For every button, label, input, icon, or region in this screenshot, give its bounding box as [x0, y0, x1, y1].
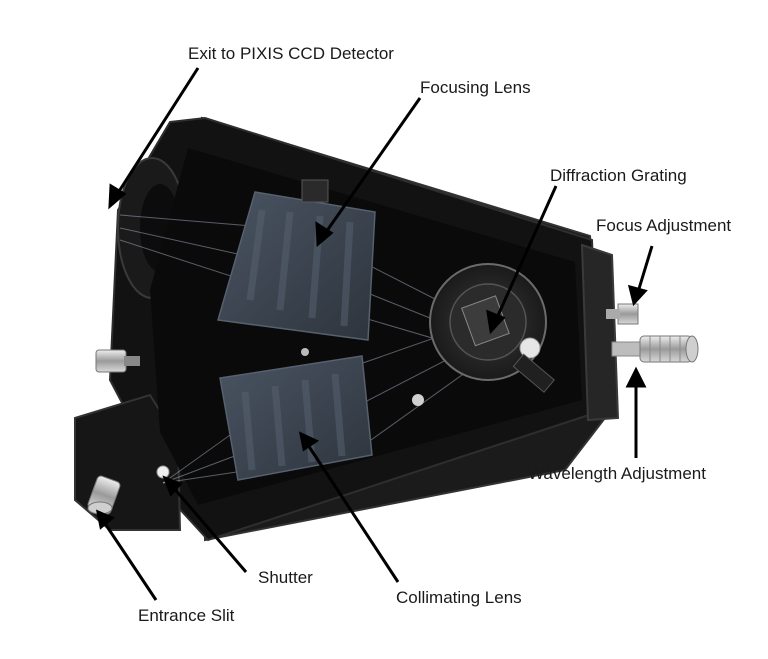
arrow-exit	[114, 67, 200, 197]
shutter-port	[156, 465, 170, 479]
label-focus-adjustment: Focus Adjustment	[596, 216, 732, 235]
arrow-diffraction-grating	[494, 185, 558, 321]
label-focusing-lens: Focusing Lens	[420, 78, 531, 97]
arrowhead-collimating-lens	[298, 431, 320, 452]
focusing-lens	[217, 191, 376, 341]
label-entrance-slit: Entrance Slit	[138, 606, 235, 625]
arrowhead-focus-adjustment	[627, 284, 648, 307]
callout-arrows	[95, 67, 654, 601]
arrow-shutter	[170, 485, 248, 573]
mount-top	[301, 179, 329, 203]
screw-a	[412, 394, 424, 406]
arrowhead-focusing-lens	[315, 221, 334, 248]
collimating-lens	[219, 355, 373, 481]
focus-thumbscrew	[606, 303, 639, 325]
label-shutter: Shutter	[258, 568, 313, 587]
side-thumbscrew	[95, 349, 140, 373]
arrow-focus-adjustment	[636, 245, 654, 293]
entrance-slit-micrometer	[87, 475, 121, 515]
label-wavelength-adjustment: Wavelength Adjustment	[528, 464, 706, 483]
label-diffraction-grating: Diffraction Grating	[550, 166, 687, 185]
arrowhead-diffraction-grating	[486, 309, 506, 335]
label-exit: Exit to PIXIS CCD Detector	[188, 44, 394, 63]
arrowhead-entrance-slit	[95, 509, 115, 530]
label-collimating-lens: Collimating Lens	[396, 588, 522, 607]
arrow-entrance-slit	[102, 521, 158, 601]
wavelength-micrometer	[611, 335, 699, 363]
arrowhead-exit	[108, 183, 127, 210]
arrow-focusing-lens	[322, 97, 422, 236]
grating-turret	[429, 263, 555, 393]
arrow-collimating-lens	[306, 444, 400, 583]
arrowhead-shutter	[162, 475, 183, 497]
end-plate	[580, 243, 620, 422]
screw-b	[301, 348, 309, 356]
arrowhead-wavelength-adjustment	[625, 366, 647, 388]
